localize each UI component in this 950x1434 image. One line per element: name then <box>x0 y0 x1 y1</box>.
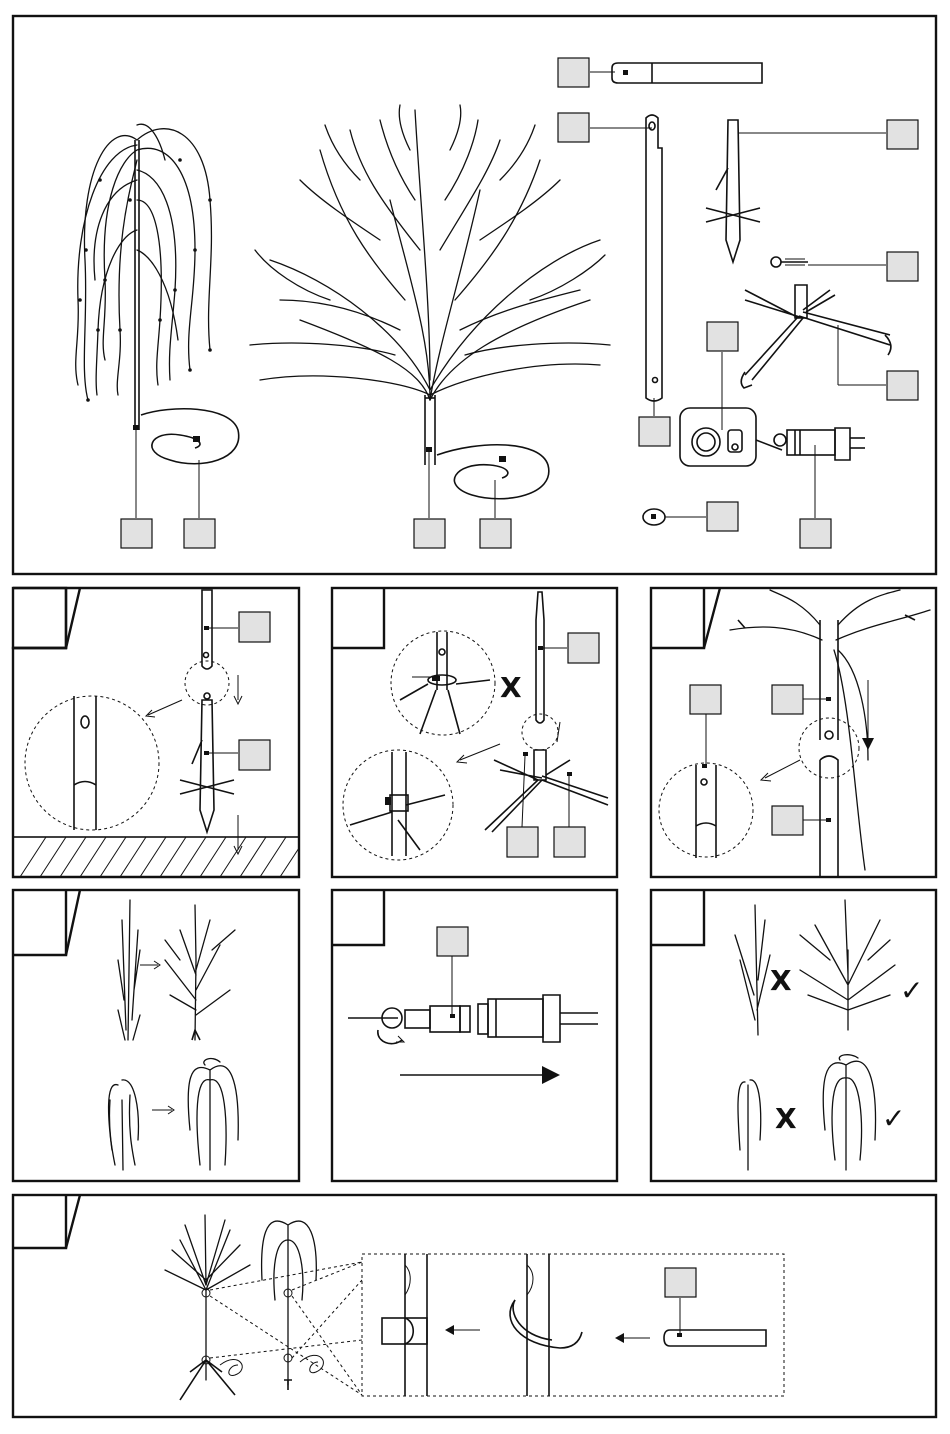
step-6-panel: X ✓ X ✓ <box>651 890 936 1181</box>
controller-detail <box>680 408 782 466</box>
step-2-panel: X <box>332 588 617 877</box>
step-4-panel <box>13 890 299 1181</box>
main-pole-part <box>646 115 662 401</box>
step-1-panel <box>13 588 299 877</box>
wrong-mark-willow: X <box>775 1102 797 1135</box>
callouts <box>121 58 918 548</box>
bushy-tree-part <box>250 105 610 499</box>
power-adapter-part <box>774 428 865 460</box>
step-7-panel <box>13 1195 936 1417</box>
step-3-panel <box>651 588 936 878</box>
step-5-panel <box>332 890 617 1181</box>
right-mark-willow: ✓ <box>882 1102 905 1135</box>
screw-part <box>771 257 808 267</box>
ground-spike-part <box>706 120 760 262</box>
cross-stand-part <box>741 285 891 388</box>
wrong-mark: X <box>500 671 522 704</box>
wrong-mark-tree: X <box>770 964 792 997</box>
ring-part <box>643 509 665 525</box>
right-mark-tree: ✓ <box>900 974 923 1007</box>
top-pole-part <box>612 63 762 83</box>
willow-tree-part <box>76 124 239 464</box>
parts-overview-panel <box>13 16 936 574</box>
